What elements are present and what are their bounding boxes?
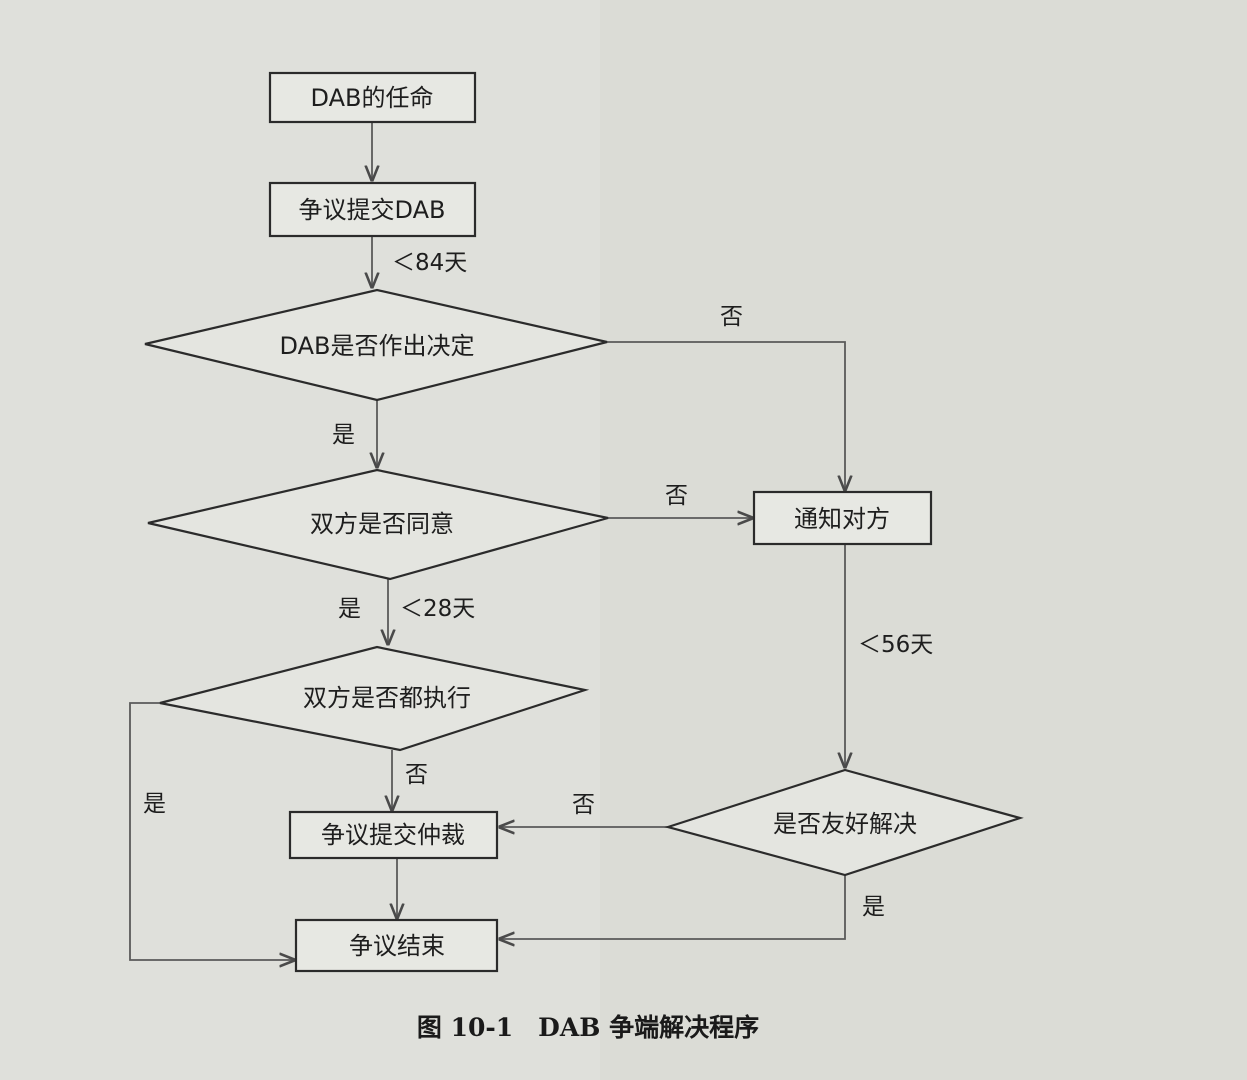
label-agree-no: 否	[665, 483, 688, 509]
node-amicable: 是否友好解决	[664, 768, 1024, 877]
node-dispute-end: 争议结束	[294, 918, 499, 973]
edge-decision-no-to-notify	[607, 341, 845, 490]
label-amicable-yes: 是	[862, 894, 885, 920]
node-notify-other: 通知对方	[752, 490, 933, 546]
node-both-agree-label: 双方是否同意	[310, 510, 454, 538]
figure-caption: 图 10-1 DAB 争端解决程序	[417, 1013, 759, 1042]
node-submit-arbitration-label: 争议提交仲裁	[321, 821, 465, 849]
node-both-execute: 双方是否都执行	[159, 645, 590, 752]
node-submit-arbitration: 争议提交仲裁	[288, 810, 499, 860]
node-dab-mission-label: DAB的任命	[311, 84, 434, 112]
edge-execute-yes-to-end	[129, 702, 294, 960]
label-decision-yes: 是	[332, 422, 355, 448]
label-agree-yes: 是	[338, 596, 361, 622]
edge-labels: ＜84天 否 是 否 是 ＜28天 ＜56天 否 是 否 是	[143, 250, 933, 920]
edges	[129, 122, 846, 960]
label-lt84: ＜84天	[392, 250, 467, 276]
label-execute-no: 否	[405, 762, 428, 788]
edge-amicable-yes-to-end	[500, 875, 846, 939]
node-submit-dab-label: 争议提交DAB	[299, 196, 446, 224]
node-dispute-end-label: 争议结束	[349, 932, 445, 960]
label-lt28: ＜28天	[400, 596, 475, 622]
label-amicable-no: 否	[572, 792, 595, 818]
node-both-agree: 双方是否同意	[147, 468, 609, 581]
node-dab-mission: DAB的任命	[268, 71, 477, 124]
label-lt56: ＜56天	[858, 632, 933, 658]
node-notify-other-label: 通知对方	[794, 505, 890, 533]
node-submit-dab: 争议提交DAB	[268, 181, 477, 238]
node-both-execute-label: 双方是否都执行	[303, 684, 471, 712]
label-execute-yes: 是	[143, 791, 166, 817]
label-decision-no: 否	[720, 304, 743, 330]
node-dab-decision-label: DAB是否作出决定	[280, 332, 475, 360]
node-amicable-label: 是否友好解决	[773, 810, 917, 838]
node-dab-decision: DAB是否作出决定	[144, 288, 608, 402]
